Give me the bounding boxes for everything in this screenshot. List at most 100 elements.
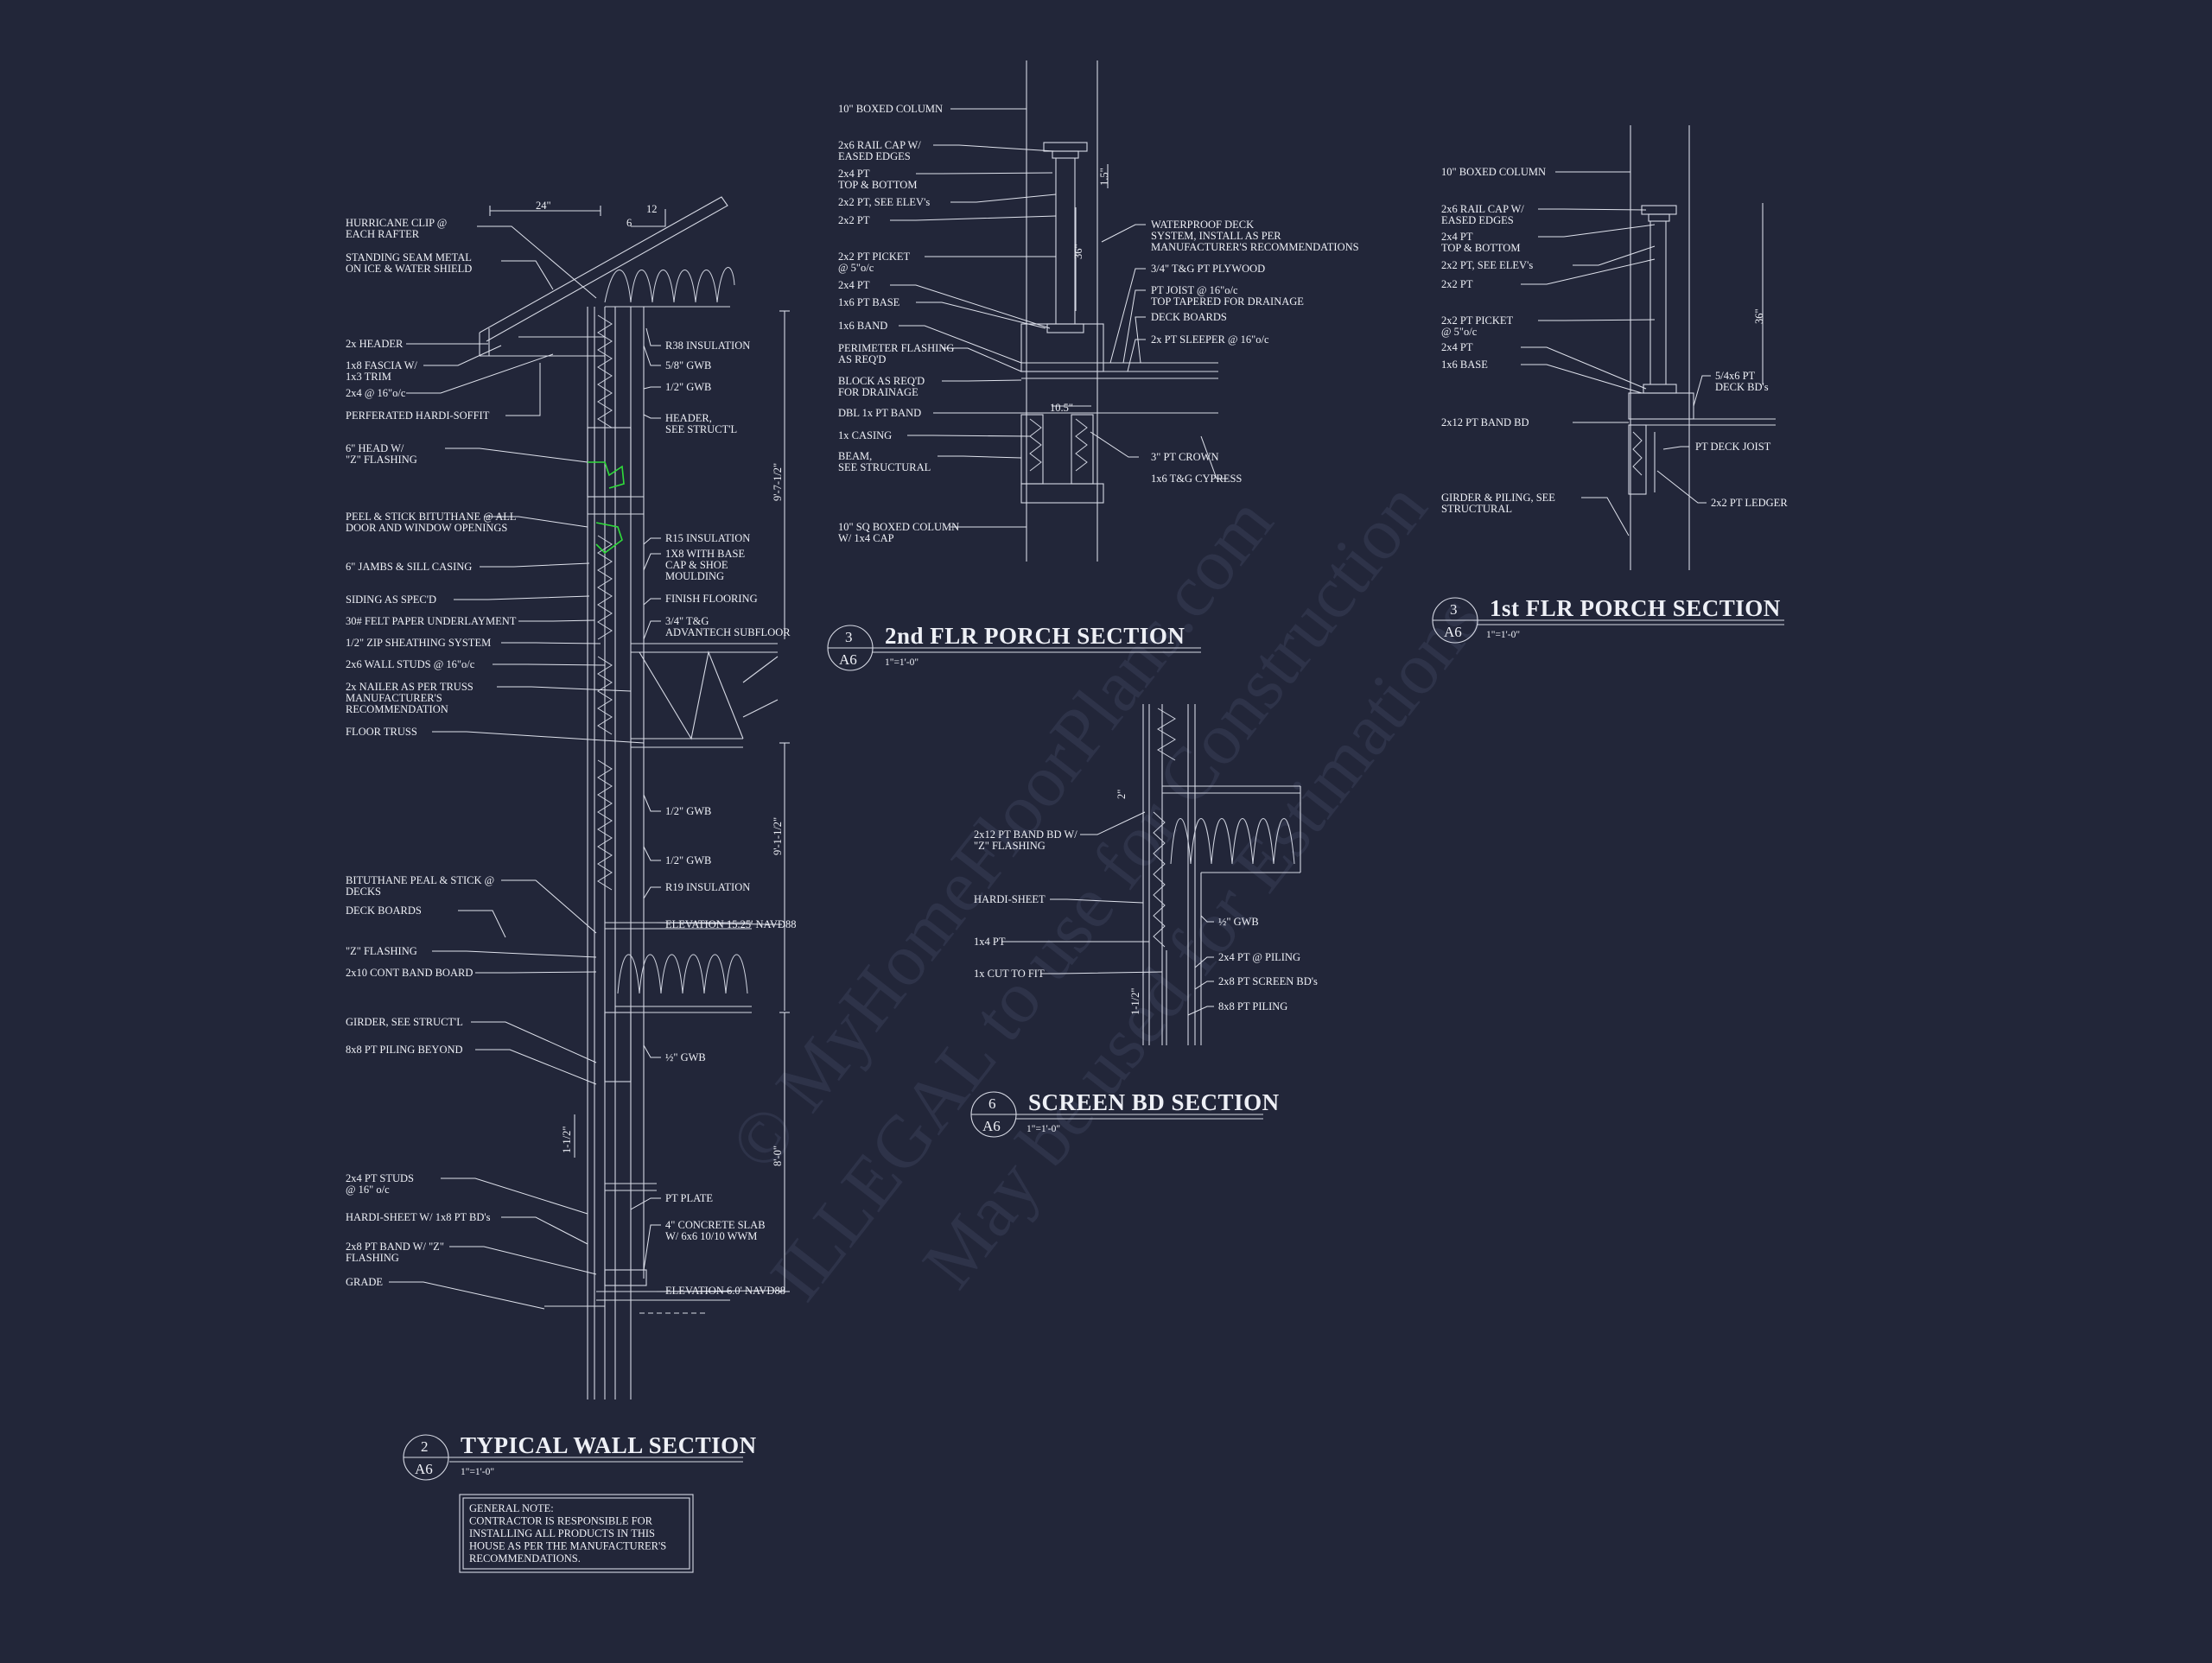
- porch2-right-leader: [1101, 224, 1146, 243]
- porch2-left-label-text: 1x6 BAND: [838, 320, 887, 332]
- porch1-left-label-6: 2x2 PT PICKET@ 5"o/c: [1441, 314, 1513, 338]
- porch2-left-label-text: 2x4 PT: [838, 168, 870, 180]
- porch1-left-label-text: 2x2 PT, SEE ELEV's: [1441, 259, 1533, 271]
- wall-left-label-11: 30# FELT PAPER UNDERLAYMENT: [346, 615, 517, 627]
- title-typical-wall: 2 A6 TYPICAL WALL SECTION 1"=1'-0": [403, 1432, 756, 1481]
- screen-bottom-dim: 1-1/2": [1129, 988, 1141, 1016]
- porch1-left-label-text: 2x4 PT: [1441, 341, 1473, 353]
- screen-left-label-text: 2x12 PT BAND BD W/: [974, 828, 1077, 841]
- wall-right-leader: [656, 922, 782, 925]
- general-note-line: INSTALLING ALL PRODUCTS IN THIS: [469, 1527, 655, 1539]
- wall-right-label-10: 1/2" GWB: [665, 854, 711, 866]
- wall-left-leader: [441, 1177, 588, 1215]
- porch2-left-label-text: PERIMETER FLASHING: [838, 342, 954, 354]
- porch2-left-label-4: 2x2 PT, SEE ELEV's: [838, 196, 930, 208]
- wall-left-label-20: GIRDER, SEE STRUCT'L: [346, 1016, 463, 1028]
- wall-left-label-text: DECK BOARDS: [346, 904, 422, 917]
- screen-left-labels: 2x12 PT BAND BD W/"Z" FLASHINGHARDI-SHEE…: [974, 828, 1077, 980]
- wall-left-label-17: DECK BOARDS: [346, 904, 422, 917]
- wall-section-scale: 1"=1'-0": [461, 1467, 494, 1477]
- porch2-right-label-text: MANUFACTURER'S RECOMMENDATIONS: [1151, 241, 1359, 253]
- wall-pitch-rise: 6: [626, 217, 632, 229]
- wall-right-label-text: 4" CONCRETE SLAB: [665, 1219, 766, 1231]
- screen-left-label-2: HARDI-SHEET: [974, 893, 1046, 905]
- wall-right-label-text: ELEVATION 15.25' NAVD88: [665, 918, 796, 930]
- porch1-left-label-5: 2x2 PT: [1441, 278, 1473, 290]
- porch2-right-leader: [1109, 268, 1146, 364]
- wall-left-leader: [432, 950, 597, 958]
- wall-right-label-9: 1/2" GWB: [665, 805, 711, 817]
- wall-right-label-text: MOULDING: [665, 570, 724, 582]
- porch2-left-label-6: 2x2 PT PICKET@ 5"o/c: [838, 251, 910, 274]
- wall-left-label-text: HARDI-SHEET W/ 1x8 PT BD's: [346, 1211, 491, 1223]
- wall-left-label-13: 2x6 WALL STUDS @ 16"o/c: [346, 658, 475, 670]
- porch2-right-label-text: PT JOIST @ 16"o/c: [1151, 284, 1238, 296]
- porch2-left-label-1: 10" BOXED COLUMN: [838, 103, 943, 115]
- porch1-right-label-3: 2x2 PT LEDGER: [1711, 497, 1788, 509]
- porch2-left-label-text: 2x6 RAIL CAP W/: [838, 139, 921, 151]
- wall-left-label-text: 2x4 PT STUDS: [346, 1172, 414, 1184]
- porch1-left-label-text: 2x6 RAIL CAP W/: [1441, 203, 1524, 215]
- wall-left-label-19: 2x10 CONT BAND BOARD: [346, 967, 473, 979]
- wall-left-label-15: FLOOR TRUSS: [346, 726, 417, 738]
- wall-right-label-11: R19 INSULATION: [665, 881, 750, 893]
- porch2-left-label-text: AS REQ'D: [838, 353, 886, 365]
- porch2-right-label-6: 3" PT CROWN: [1151, 451, 1219, 463]
- screen-sheet-number: A6: [982, 1118, 1001, 1134]
- screen-left-label-4: 1x CUT TO FIT: [974, 968, 1045, 980]
- wall-left-label-text: FLASHING: [346, 1252, 399, 1264]
- wall-left-label-10: SIDING AS SPEC'D: [346, 593, 436, 606]
- porch1-left-label-text: 2x2 PT PICKET: [1441, 314, 1513, 327]
- screen-right-label-text: ½" GWB: [1218, 916, 1259, 928]
- porch2-left-label-9: 1x6 BAND: [838, 320, 887, 332]
- porch2-left-label-text: 2x2 PT PICKET: [838, 251, 910, 263]
- wall-left-label-text: "Z" FLASHING: [346, 454, 417, 466]
- porch2-section-title: 2nd FLR PORCH SECTION: [885, 623, 1185, 649]
- wall-middle-dim: 9'-1-1/2": [772, 817, 784, 855]
- wall-left-label-text: BITUTHANE PEAL & STICK @: [346, 874, 494, 886]
- wall-right-label-text: W/ 6x6 10/10 WWM: [665, 1230, 757, 1242]
- wall-left-label-text: 1x8 FASCIA W/: [346, 359, 417, 371]
- wall-left-label-6: PERFERATED HARDI-SOFFIT: [346, 409, 490, 422]
- porch2-beam-dim: 10.5": [1050, 402, 1073, 414]
- porch-2nd-floor-drawing: [1020, 60, 1218, 562]
- wall-right-label-text: ELEVATION 6.0' NAVD88: [665, 1285, 785, 1297]
- wall-right-label-text: ADVANTECH SUBFLOOR: [665, 626, 791, 638]
- general-note-line: HOUSE AS PER THE MANUFACTURER'S: [469, 1540, 666, 1552]
- porch2-left-label-5: 2x2 PT: [838, 214, 870, 226]
- screen-right-leader: [1187, 1006, 1214, 1016]
- wall-left-leader: [406, 353, 554, 394]
- screen-right-leader: [1194, 981, 1214, 990]
- porch2-right-label-text: 3" PT CROWN: [1151, 451, 1219, 463]
- porch2-left-label-text: DBL 1x PT BAND: [838, 407, 921, 419]
- porch1-left-leader: [1538, 208, 1647, 211]
- porch1-left-leader: [1581, 497, 1630, 536]
- porch1-left-label-9: 2x12 PT BAND BD: [1441, 416, 1529, 428]
- wall-left-label-text: HURRICANE CLIP @: [346, 217, 447, 229]
- screen-right-label-text: 8x8 PT PILING: [1218, 1000, 1287, 1012]
- porch1-left-label-text: 1x6 BASE: [1441, 359, 1488, 371]
- screen-left-label-3: 1x4 PT: [974, 936, 1006, 948]
- wall-left-leader: [454, 595, 590, 600]
- porch2-left-leader: [933, 144, 1055, 152]
- wall-left-label-text: RECOMMENDATION: [346, 703, 448, 715]
- wall-right-leader: [643, 620, 661, 640]
- porch1-left-label-1: 10" BOXED COLUMN: [1441, 166, 1546, 178]
- screen-right-leader: [1200, 915, 1214, 923]
- wall-left-label-text: 6" HEAD W/: [346, 442, 404, 454]
- watermark-line-2: ILLEGAL to use for Construction: [753, 467, 1442, 1316]
- porch2-left-label-13: 1x CASING: [838, 429, 892, 441]
- porch1-left-leader: [1573, 245, 1656, 266]
- porch2-right-leader: [1127, 339, 1146, 372]
- wall-left-label-3: 2x HEADER: [346, 338, 404, 350]
- wall-left-label-text: "Z" FLASHING: [346, 945, 417, 957]
- wall-right-label-text: R19 INSULATION: [665, 881, 750, 893]
- porch2-right-leader: [1122, 289, 1146, 364]
- porch1-left-label-text: TOP & BOTTOM: [1441, 242, 1520, 254]
- general-note-box: GENERAL NOTE:CONTRACTOR IS RESPONSIBLE F…: [459, 1494, 694, 1573]
- wall-left-label-text: 2x NAILER AS PER TRUSS: [346, 681, 474, 693]
